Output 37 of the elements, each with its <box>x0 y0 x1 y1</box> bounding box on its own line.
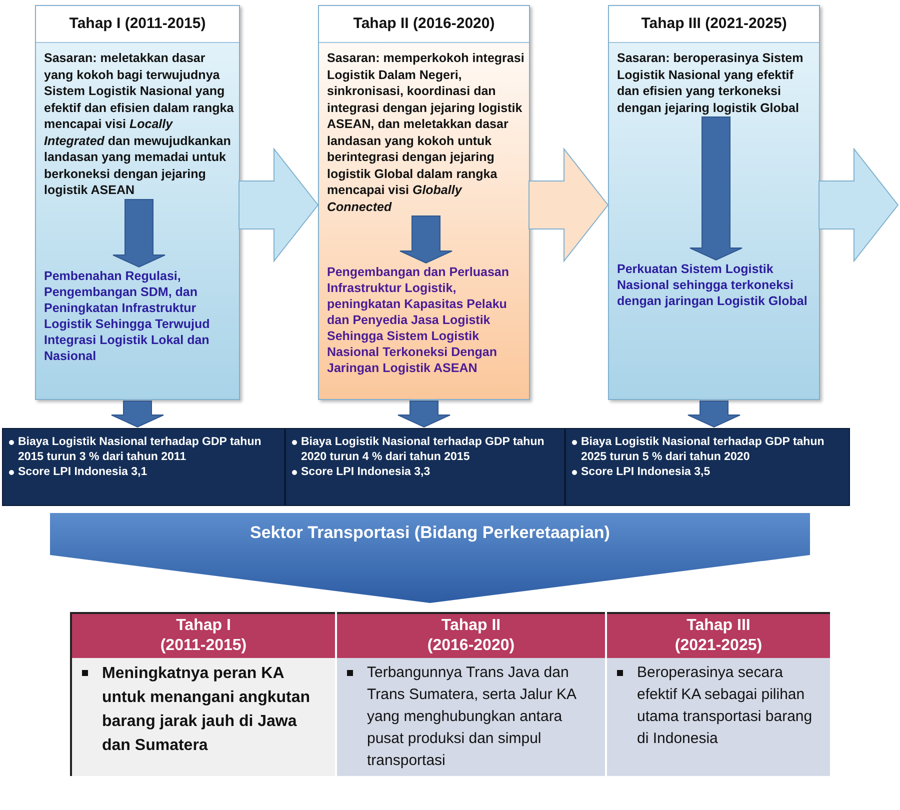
target-item: Score LPI Indonesia 3,1 <box>18 465 148 480</box>
stage-heading: Tahap II (2016-2020) <box>319 6 529 43</box>
cell-text: Meningkatnya peran KA untuk menangani angkutan barang jarak jauh di Jawa dan Sumatera <box>102 664 312 756</box>
block-arrow <box>690 116 742 261</box>
block-arrow <box>111 400 164 428</box>
stage-panel <box>608 5 820 400</box>
block-arrow <box>238 148 319 262</box>
program-text: Pembenahan Regulasi, Pengembangan SDM, dan Peningkatan Infrastruktur Logistik Sehingga Terwujud Integrasi Logistik Lokal dan Nasional <box>44 268 236 364</box>
goal-text: Sasaran: beroperasinya Sistem Logistik Nasional yang efektif dan efisien yang terkoneksi dengan jejaring logistik Global <box>617 50 815 116</box>
program-text: Pengembangan dan Perluasan Infrastruktur Logistik, peningkatan Kapasitas Pelaku dan Penyedia Jasa Logistik Sehingga Sistem Logistik Nasional Terkoneksi Dengan Jaringan Logistik ASEAN <box>327 264 525 376</box>
table-header-cell: Tahap II (2016-2020) <box>336 613 606 658</box>
block-arrow <box>818 148 899 262</box>
table-header-cell: Tahap III (2021-2025) <box>606 613 831 658</box>
stage-heading: Tahap III (2021-2025) <box>609 6 819 43</box>
target-panel <box>2 428 285 506</box>
stage-heading: Tahap I (2011-2015) <box>36 6 239 43</box>
target-item: Biaya Logistik Nasional terhadap GDP tahun 2025 turun 5 % dari tahun 2020 <box>581 435 826 465</box>
banner-title: Sektor Transportasi (Bidang Perkeretaapian) <box>249 523 611 543</box>
target-item: Biaya Logistik Nasional terhadap GDP tahun 2015 turun 3 % dari tahun 2011 <box>18 435 262 465</box>
block-arrow <box>112 199 166 268</box>
program-text: Perkuatan Sistem Logistik Nasional sehingga terkoneksi dengan jaringan Logistik Global <box>617 261 815 309</box>
target-panel <box>565 428 850 506</box>
cell-text: Beroperasinya secara efektif KA sebagai pilihan utama transportasi barang di Indonesia <box>637 663 814 749</box>
target-item: Biaya Logistik Nasional terhadap GDP tahun 2020 turun 4 % dari tahun 2015 <box>301 435 546 465</box>
target-panel <box>285 428 565 506</box>
cell-text: Terbangunnya Trans Java dan Trans Sumatera, serta Jalur KA yang menghubungkan antara pusat produksi dan simpul transportasi <box>367 663 578 771</box>
block-arrow <box>528 148 609 262</box>
stage-panel <box>35 5 240 400</box>
target-item: Score LPI Indonesia 3,5 <box>581 465 710 480</box>
stage-panel <box>318 5 530 400</box>
table-header-cell: Tahap I (2011-2015) <box>71 613 336 658</box>
block-arrow <box>400 216 452 264</box>
block-arrow <box>398 400 450 428</box>
target-item: Score LPI Indonesia 3,3 <box>301 465 430 480</box>
goal-text: Sasaran: meletakkan dasar yang kokoh bagi terwujudnya Sistem Logistik Nasional yang efektif dan efisien dalam rangka mencapai visi Locally Integrated dan mewujudkankan landasan yang memadai untuk berkoneksi dengan jejaring logistik ASEAN <box>44 50 234 198</box>
block-arrow <box>688 400 740 428</box>
goal-text: Sasaran: memperkokoh integrasi Logistik Dalam Negeri, sinkronisasi, koordinasi dan integrasi dengan jejaring logistik ASEAN, dan meletakkan dasar landasan yang kokoh untuk berintegrasi dengan jejaring logistik Global dalam rangka mencapai visi Globally Connected <box>327 50 525 215</box>
